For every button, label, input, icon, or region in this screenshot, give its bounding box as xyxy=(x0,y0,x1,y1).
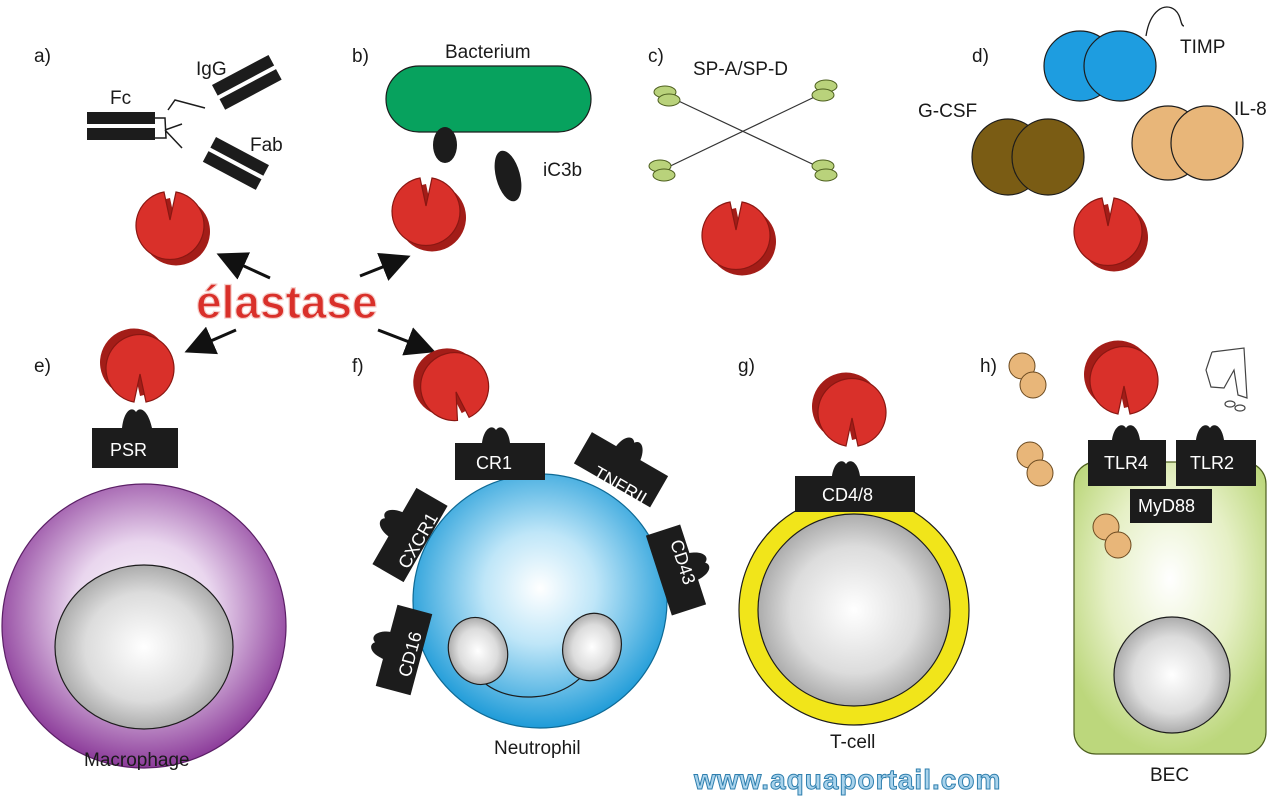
elastase-icon-f xyxy=(405,338,497,430)
neutrophil-nucleus xyxy=(447,612,622,698)
cd48-label: CD4/8 xyxy=(822,485,873,505)
neutrophil-cell xyxy=(412,473,668,729)
ic3b-molecule xyxy=(494,150,522,202)
cd43-receptor xyxy=(645,524,710,616)
elastase-icon-d xyxy=(1073,197,1149,273)
bacterium-label: Bacterium xyxy=(445,42,531,63)
panel-b-letter: b) xyxy=(352,46,369,67)
cr1-label: CR1 xyxy=(476,453,512,473)
gcsf-molecule xyxy=(971,118,1085,196)
elastase-title: élastase xyxy=(196,276,378,328)
tcell-label: T-cell xyxy=(830,732,875,753)
igg-label: IgG xyxy=(196,59,227,80)
myd88-adapter xyxy=(1130,489,1212,523)
ic3b-label: iC3b xyxy=(543,160,582,181)
cr1-receptor xyxy=(455,427,545,480)
macrophage-nucleus xyxy=(54,564,234,730)
elastase-icon-g xyxy=(811,371,887,447)
panel-a-letter: a) xyxy=(34,46,51,67)
ic3b-molecule xyxy=(433,127,457,163)
timp-molecule xyxy=(1043,6,1185,102)
panel-c-letter: c) xyxy=(648,46,664,67)
elastase-icon-b xyxy=(391,177,467,253)
neutrophil-label: Neutrophil xyxy=(494,738,581,759)
psr-receptor xyxy=(92,409,178,468)
elastase-icon-h xyxy=(1083,339,1159,415)
bacterium xyxy=(385,65,592,133)
cxcr1-receptor xyxy=(372,487,448,583)
elastase-icon-c xyxy=(701,201,777,277)
tlr4-receptor xyxy=(1088,425,1166,486)
watermark-text: www.aquaportail.com xyxy=(693,764,1001,795)
elastase-icon-a xyxy=(135,191,211,267)
fab-label: Fab xyxy=(250,135,283,156)
surfactant-protein xyxy=(648,79,838,182)
panel-e-letter: e) xyxy=(34,356,51,377)
il8-label: IL-8 xyxy=(1234,99,1267,120)
panel-h-letter: h) xyxy=(980,356,997,377)
psr-label: PSR xyxy=(110,440,147,460)
bec-nucleus xyxy=(1113,616,1231,734)
tlr4-label: TLR4 xyxy=(1104,453,1148,473)
tlr2-label: TLR2 xyxy=(1190,453,1234,473)
bec-label: BEC xyxy=(1150,765,1189,786)
timp-label: TIMP xyxy=(1180,37,1225,58)
il8-molecule xyxy=(1131,105,1244,181)
lipopeptide-icon xyxy=(1205,347,1248,412)
cd48-receptor xyxy=(795,461,915,512)
gcsf-label: G-CSF xyxy=(918,101,977,122)
panel-g-letter: g) xyxy=(738,356,755,377)
tcell-nucleus xyxy=(757,513,951,707)
fc-label: Fc xyxy=(110,88,131,109)
il8-particles xyxy=(1008,352,1132,559)
tlr2-receptor xyxy=(1176,425,1256,486)
cd16-receptor xyxy=(371,604,433,696)
tnfrii-receptor xyxy=(573,432,669,508)
elastase-arrows xyxy=(184,252,436,356)
panel-f-letter: f) xyxy=(352,356,364,377)
macrophage-label: Macrophage xyxy=(84,750,190,771)
myd88-label: MyD88 xyxy=(1138,496,1195,516)
elastase-icon-e xyxy=(99,327,175,403)
panel-d-letter: d) xyxy=(972,46,989,67)
igg-antibody xyxy=(87,54,282,190)
sp-label: SP-A/SP-D xyxy=(693,59,788,80)
